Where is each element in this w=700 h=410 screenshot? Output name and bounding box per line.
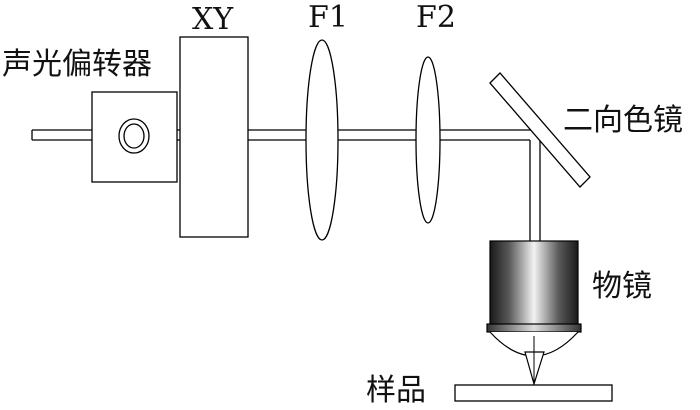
beam-vertical bbox=[529, 138, 541, 242]
label-sample: 样品 bbox=[366, 373, 426, 408]
lens-f1 bbox=[305, 39, 339, 241]
label-objective: 物镜 bbox=[592, 269, 652, 304]
lens-f2 bbox=[415, 56, 441, 224]
aod-aperture-inner bbox=[123, 123, 145, 149]
label-aod: 声光偏转器 bbox=[2, 47, 152, 82]
objective-lens bbox=[486, 240, 582, 387]
aod-box bbox=[91, 91, 178, 183]
objective-ring bbox=[486, 323, 582, 333]
objective-body bbox=[489, 240, 579, 327]
label-f2: F2 bbox=[416, 0, 456, 35]
dichroic-mirror bbox=[489, 72, 591, 188]
label-xy: XY bbox=[192, 2, 234, 37]
label-f1: F1 bbox=[308, 0, 348, 35]
sample-slide bbox=[454, 384, 613, 402]
label-dichroic: 二向色镜 bbox=[563, 103, 683, 138]
xy-scanner-block bbox=[179, 36, 249, 238]
